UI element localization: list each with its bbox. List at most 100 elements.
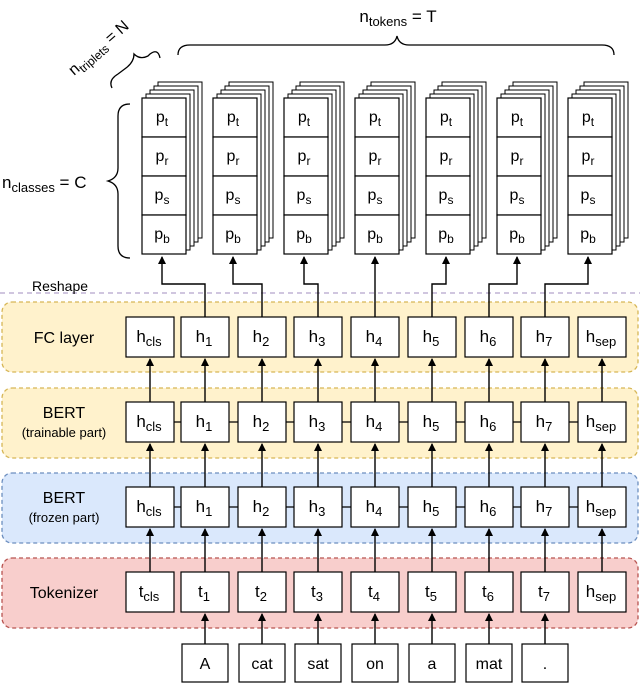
word-box bbox=[465, 643, 513, 683]
prob-cell bbox=[354, 97, 400, 138]
arrow-fc-to-stack bbox=[488, 256, 521, 317]
cell-label: t2 bbox=[255, 582, 267, 604]
word-label: A bbox=[200, 656, 211, 673]
prob-cell bbox=[212, 214, 258, 255]
prob-cell-label: pb bbox=[580, 226, 596, 246]
cell-label: h2 bbox=[253, 327, 270, 349]
prob-cell bbox=[141, 175, 187, 216]
cell-label: h5 bbox=[423, 412, 440, 434]
prob-cell-label: pb bbox=[367, 226, 383, 246]
cell-label: hsep bbox=[586, 327, 616, 349]
cell-label: t6 bbox=[482, 582, 494, 604]
cell-label: h5 bbox=[423, 327, 440, 349]
prob-cell bbox=[212, 175, 258, 216]
cell-bert-frozen bbox=[237, 486, 287, 528]
prob-cell-label: pt bbox=[156, 109, 169, 129]
word-label: . bbox=[543, 656, 547, 673]
prob-cell bbox=[567, 97, 613, 138]
cell-bert-frozen bbox=[464, 486, 514, 528]
prob-cell bbox=[567, 175, 613, 216]
cell-bert-frozen bbox=[350, 486, 400, 528]
band-label-tokenizer: Tokenizer bbox=[30, 585, 99, 602]
prob-cell bbox=[283, 136, 329, 177]
prob-cell bbox=[141, 97, 187, 138]
cell-fc bbox=[520, 316, 570, 358]
triplets-label: ntriplets = N bbox=[65, 18, 134, 82]
cell-label: h1 bbox=[196, 412, 213, 434]
cell-bert-frozen bbox=[180, 486, 230, 528]
cell-bert-frozen bbox=[407, 486, 457, 528]
cell-label: t5 bbox=[425, 582, 437, 604]
prob-cell bbox=[425, 214, 471, 255]
cell-label: h3 bbox=[309, 412, 326, 434]
arrow-fc-to-stack bbox=[544, 256, 592, 317]
arrow-fc-to-stack bbox=[158, 256, 206, 317]
word-label: a bbox=[428, 656, 437, 673]
prob-cell bbox=[141, 136, 187, 177]
word-label: on bbox=[366, 656, 384, 673]
prob-cell bbox=[496, 214, 542, 255]
triplets-brace bbox=[110, 51, 161, 89]
prob-cell-label: ps bbox=[226, 187, 241, 207]
prob-cell bbox=[496, 136, 542, 177]
band-label-bert-frozen: (frozen part) bbox=[29, 510, 100, 525]
cell-label: h1 bbox=[196, 497, 213, 519]
classes-brace bbox=[105, 103, 131, 259]
prob-cell bbox=[567, 214, 613, 255]
cell-fc bbox=[180, 316, 230, 358]
cell-label: hcls bbox=[136, 412, 162, 434]
word-box bbox=[181, 643, 229, 683]
cell-label: h4 bbox=[366, 412, 383, 434]
prob-cell bbox=[567, 136, 613, 177]
tokens-label: ntokens = T bbox=[359, 7, 436, 29]
cell-bert-frozen bbox=[293, 486, 343, 528]
prob-cell-label: ps bbox=[510, 187, 525, 207]
cell-bert-trainable bbox=[237, 401, 287, 443]
cell-fc bbox=[464, 316, 514, 358]
arrow-fc-to-stack bbox=[431, 256, 450, 317]
cell-label: t7 bbox=[538, 582, 550, 604]
cell-label: h2 bbox=[253, 412, 270, 434]
cell-label: h5 bbox=[423, 497, 440, 519]
prob-cell-label: ps bbox=[439, 187, 454, 207]
cell-label: t1 bbox=[198, 582, 210, 604]
cell-fc bbox=[577, 316, 627, 358]
cell-bert-trainable bbox=[577, 401, 627, 443]
cell-bert-frozen bbox=[520, 486, 570, 528]
cell-bert-frozen bbox=[125, 486, 175, 528]
cell-label: h6 bbox=[480, 412, 497, 434]
cell-bert-frozen bbox=[577, 486, 627, 528]
prob-cell bbox=[496, 97, 542, 138]
tokens-brace bbox=[177, 35, 615, 56]
cell-label: hsep bbox=[586, 412, 616, 434]
cell-label: h7 bbox=[536, 412, 553, 434]
cell-label: hcls bbox=[136, 497, 162, 519]
cell-fc bbox=[350, 316, 400, 358]
prob-cell-label: pb bbox=[509, 226, 525, 246]
prob-cell-label: pr bbox=[511, 148, 524, 168]
prob-cell-label: pb bbox=[225, 226, 241, 246]
cell-bert-trainable bbox=[293, 401, 343, 443]
cell-bert-trainable bbox=[350, 401, 400, 443]
prob-cell bbox=[354, 136, 400, 177]
prob-cell-label: pt bbox=[440, 109, 453, 129]
prob-cell-label: ps bbox=[155, 187, 170, 207]
prob-cell bbox=[212, 97, 258, 138]
cell-label: hsep bbox=[586, 582, 616, 604]
prob-cell bbox=[425, 136, 471, 177]
cell-label: h4 bbox=[366, 497, 383, 519]
word-box bbox=[238, 643, 286, 683]
word-label: sat bbox=[307, 656, 329, 673]
word-label: cat bbox=[251, 656, 273, 673]
cell-tokenizer bbox=[180, 571, 230, 613]
arrow-fc-to-stack bbox=[229, 256, 263, 317]
word-label: mat bbox=[476, 656, 503, 673]
cell-label: hcls bbox=[136, 327, 162, 349]
cell-fc bbox=[237, 316, 287, 358]
